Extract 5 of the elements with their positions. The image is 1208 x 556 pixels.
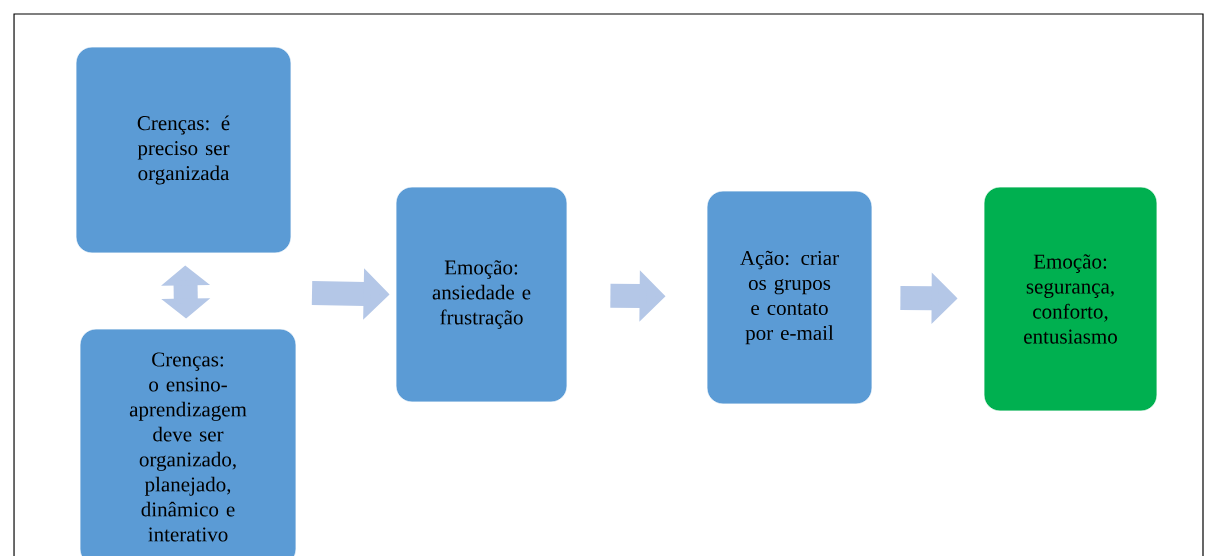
process-box: Crenças: é preciso ser organizada — [75, 46, 292, 254]
process-box: Crenças: o ensino-aprendizagem deve ser organizado, planejado, dinâmico e interativo — [79, 328, 297, 556]
process-box: Ação: criar os grupos e contato por e-mail — [706, 190, 873, 405]
process-box: Emoção: segurança, conforto, entusiasmo — [983, 186, 1158, 412]
process-box: Emoção: ansiedade e frustração — [395, 186, 568, 403]
